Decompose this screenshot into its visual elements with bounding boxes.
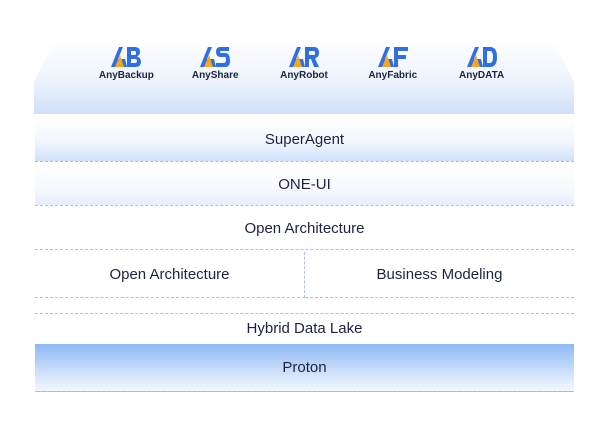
divider	[35, 313, 574, 314]
layer-open-architecture: Open Architecture	[35, 208, 574, 250]
anydata-logo-icon	[466, 47, 497, 67]
product-name: AnyBackup	[98, 70, 154, 81]
layer-one-ui: ONE-UI	[35, 164, 574, 206]
product-name: AnyFabric	[368, 70, 418, 81]
product-name: AnyShare	[191, 70, 239, 81]
product-anybackup: AnyBackup	[86, 46, 166, 114]
layer-superagent: SuperAgent	[35, 118, 574, 162]
anyshare-logo-icon	[200, 47, 231, 67]
product-anyshare: AnyShare	[175, 46, 255, 114]
layer-open-architecture-left: Open Architecture	[35, 252, 305, 298]
layer-business-modeling: Business Modeling	[305, 252, 574, 298]
product-tray: AnyBackup AnyShare AnyRobot AnyFabric	[34, 38, 574, 114]
product-name: AnyDATA	[458, 70, 505, 81]
product-anyrobot: AnyRobot	[264, 46, 344, 114]
product-anyfabric: AnyFabric	[353, 46, 433, 114]
product-name: AnyRobot	[280, 70, 328, 81]
anyfabric-logo-icon	[377, 47, 408, 67]
anyrobot-logo-icon	[288, 47, 319, 67]
layer-hybrid-data-lake: Hybrid Data Lake	[35, 314, 574, 342]
anybackup-logo-icon	[111, 47, 142, 67]
layer-proton: Proton	[35, 344, 574, 392]
product-anydata: AnyDATA	[442, 46, 522, 114]
